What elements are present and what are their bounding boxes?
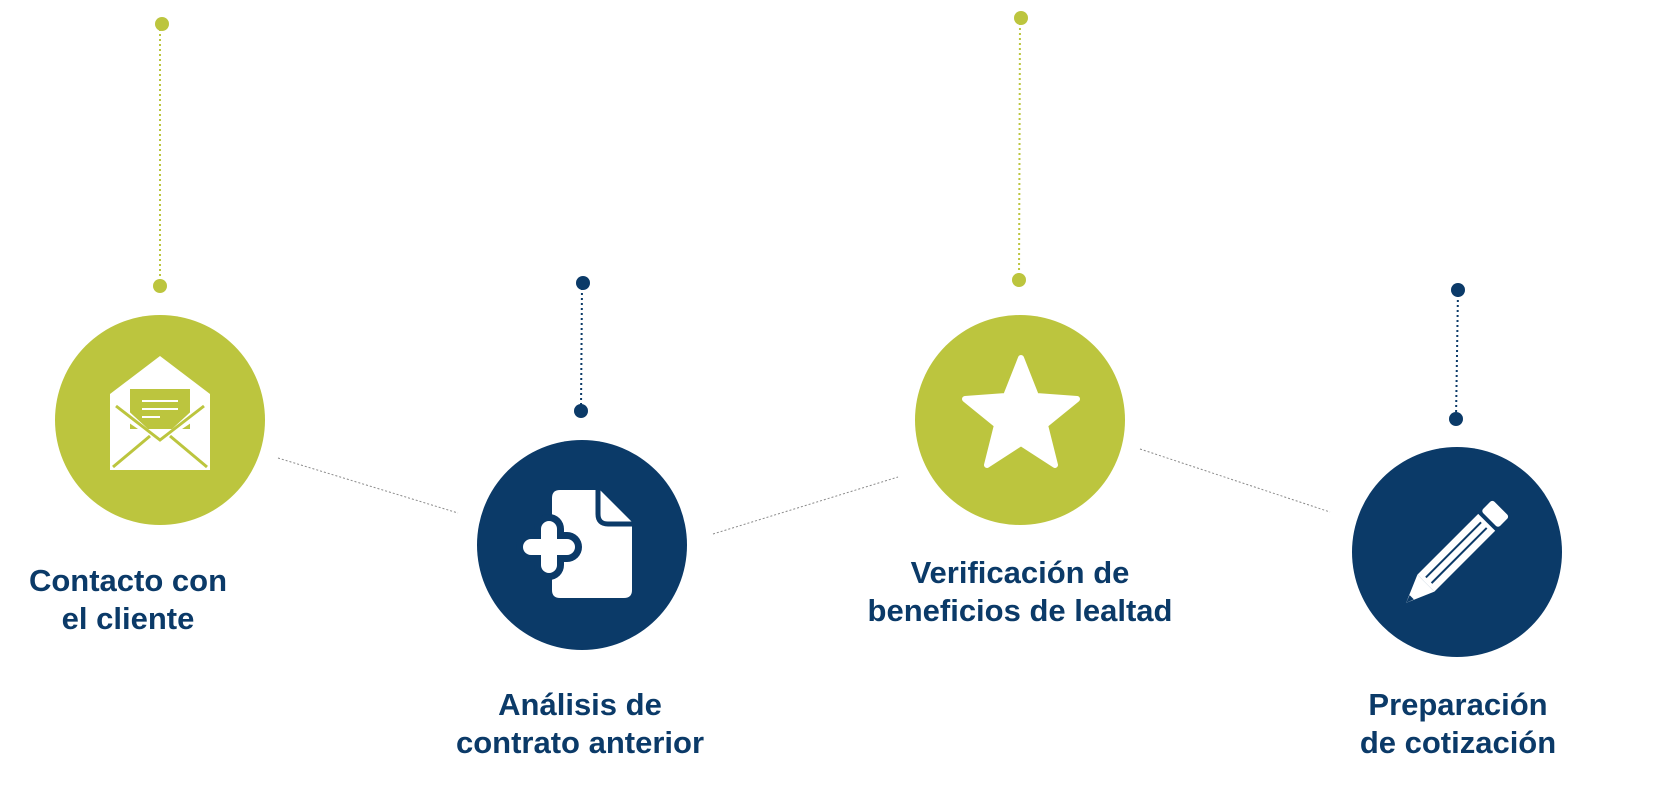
- star-icon: [962, 355, 1080, 468]
- document-plus-icon: [516, 490, 632, 598]
- step-2-label: Análisis de contrato anterior: [455, 687, 705, 760]
- step-4-pin: [1449, 283, 1465, 426]
- pencil-icon: [1406, 500, 1509, 603]
- step-2-pin: [574, 276, 590, 418]
- step-4-label: Preparación de cotización: [1359, 687, 1557, 760]
- envelope-icon: [110, 356, 210, 470]
- connector-line-2-3: [712, 476, 899, 535]
- connector-line-1-2: [277, 457, 459, 514]
- step-1-label: Contacto con el cliente: [28, 563, 228, 636]
- step-3-pin: [1012, 11, 1028, 287]
- step-3-label: Verificación de beneficios de lealtad: [867, 555, 1173, 628]
- connector-line-3-4: [1139, 448, 1331, 513]
- step-1-pin: [153, 17, 169, 293]
